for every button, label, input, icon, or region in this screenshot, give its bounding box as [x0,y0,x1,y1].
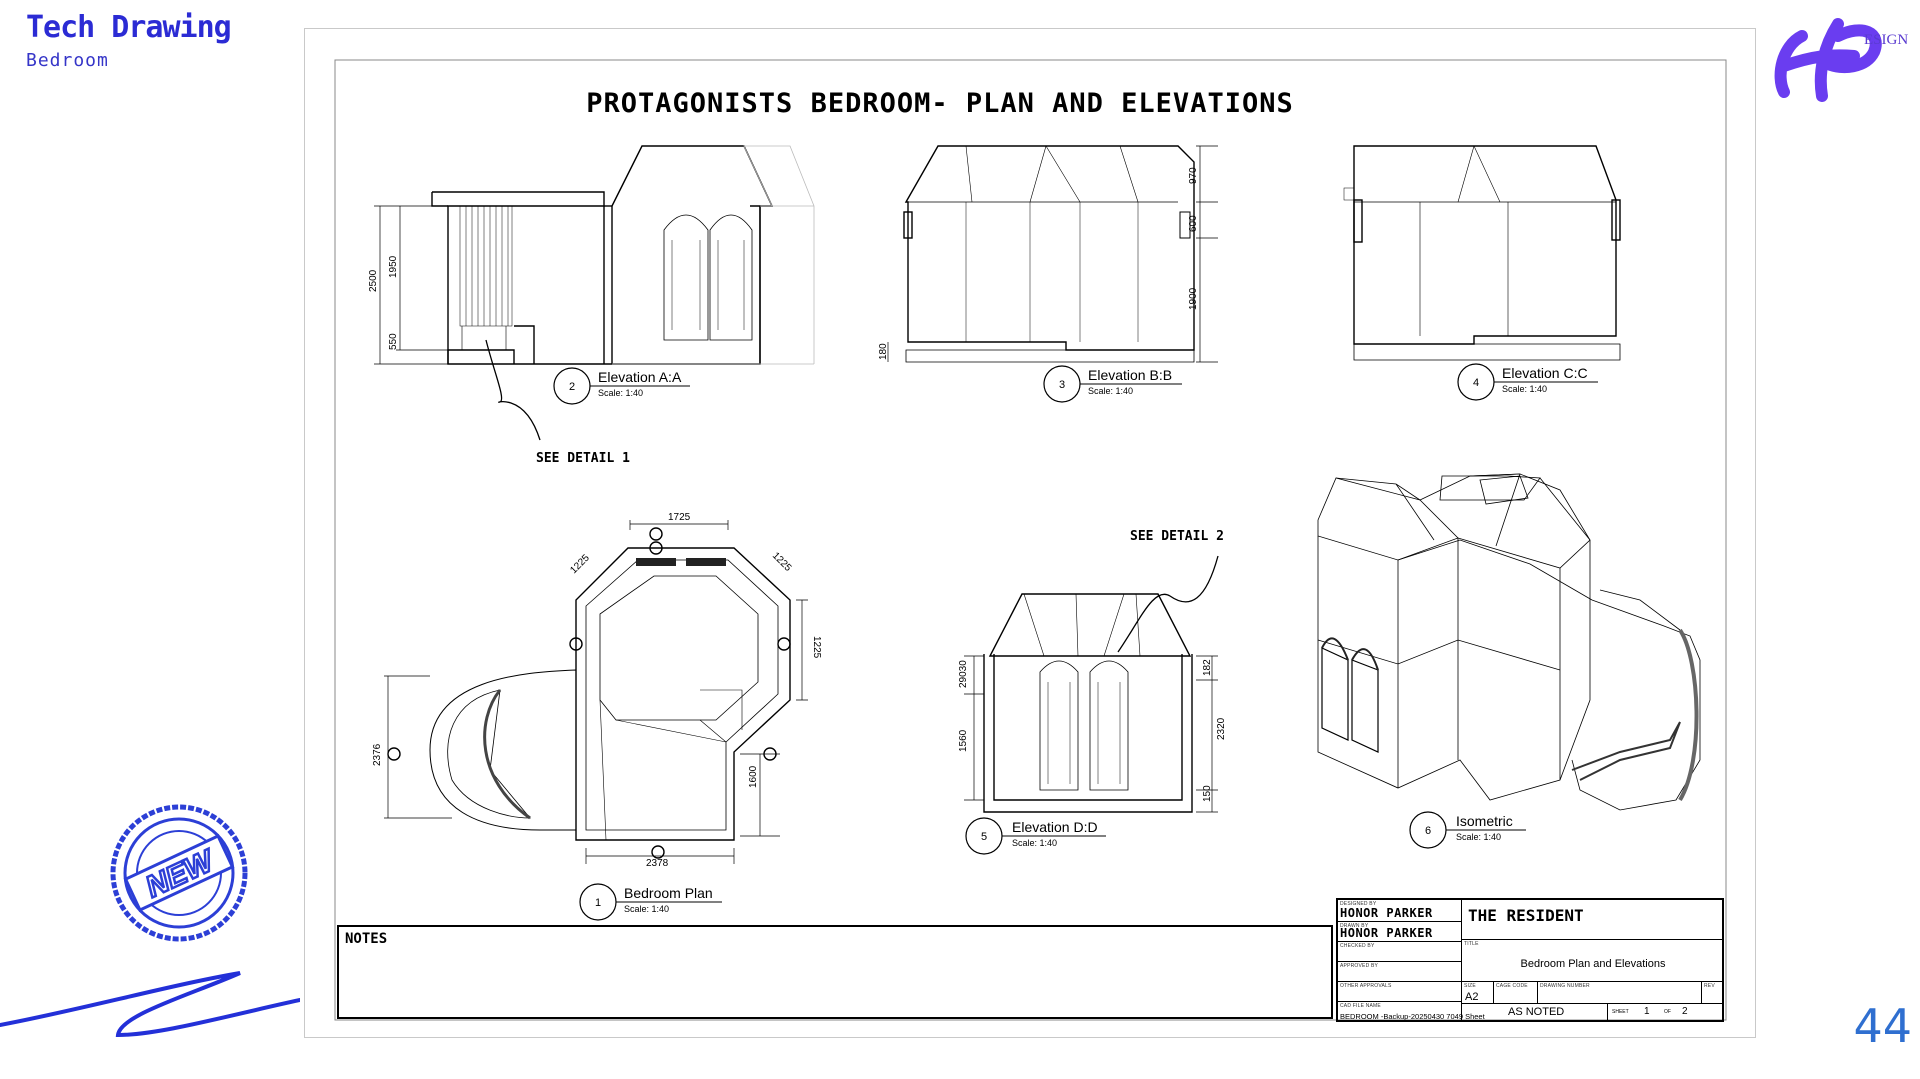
scale-cell: AS NOTED [1462,1004,1608,1022]
svg-text:Elevation C:C: Elevation C:C [1502,365,1588,381]
svg-text:Elevation B:B: Elevation B:B [1088,367,1172,383]
drawing-title-cell: TITLE Bedroom Plan and Elevations [1462,940,1724,982]
cage-code-cell: CAGE CODE [1494,982,1538,1004]
dim-180: 180 [878,343,889,360]
sheet-cell: SHEET 1 OF 2 [1612,1006,1688,1017]
dim-1560: 1560 [958,729,969,752]
size-cell: SIZE A2 [1462,982,1494,1004]
view-label-2: 2 Elevation A:A Scale: 1:40 [553,367,690,405]
svg-text:Scale: 1:40: Scale: 1:40 [598,388,643,398]
detail-2-leader [1117,555,1219,653]
elevation-c-drawing [1343,145,1621,361]
dim-150: 150 [1202,785,1213,802]
dim-1725: 1725 [668,512,691,523]
svg-text:Scale: 1:40: Scale: 1:40 [1012,838,1057,848]
svg-text:Elevation D:D: Elevation D:D [1012,819,1098,835]
dim-2376: 2376 [372,743,383,766]
drawing-number-cell: DRAWING NUMBER [1538,982,1702,1004]
dim-1950: 1950 [388,255,399,278]
approved-by-cell: APPROVED BY [1338,962,1462,982]
page-title: Tech Drawing [26,10,232,45]
cad-file-cell: CAD FILE NAME BEDROOM -Backup-20250430 7… [1340,1002,1485,1022]
dim-600: 600 [1188,215,1199,232]
see-detail-2: SEE DETAIL 2 [1130,529,1224,544]
dim-1225-b: 1225 [770,550,794,574]
elevation-b-drawing [887,145,1218,363]
drawn-by-cell: DRAWN BY HONOR PARKER [1338,922,1462,942]
brand-logo: ESIGN [1774,18,1908,102]
svg-text:2: 2 [569,381,575,393]
notes-box: NOTES [337,925,1333,1019]
drawing-sheet [304,28,1756,1038]
view-label-6: 6 Isometric Scale: 1:40 [1409,811,1526,849]
dim-1900: 1900 [1188,287,1199,310]
dim-970: 970 [1188,167,1199,184]
dim-2378: 2378 [646,858,669,869]
svg-text:1: 1 [595,897,601,909]
notes-label: NOTES [345,931,388,947]
dim-1225-a: 1225 [568,552,592,576]
decorative-scribble-icon [0,971,300,1038]
other-approvals-cell: OTHER APPROVALS [1338,982,1462,1002]
dim-1600: 1600 [748,765,759,788]
view-label-5: 5 Elevation D:D Scale: 1:40 [965,817,1106,855]
checked-by-cell: CHECKED BY [1338,942,1462,962]
dim-2320: 2320 [1216,717,1227,740]
svg-text:5: 5 [981,831,987,843]
project-name: THE RESIDENT [1462,900,1724,940]
view-label-1: 1 Bedroom Plan Scale: 1:40 [579,883,722,921]
svg-text:Scale: 1:40: Scale: 1:40 [624,904,669,914]
svg-text:4: 4 [1473,377,1479,389]
bedroom-plan-drawing [384,520,808,864]
svg-text:Bedroom Plan: Bedroom Plan [624,885,713,901]
dim-182: 182 [1202,659,1213,676]
logo-text: ESIGN [1864,32,1908,48]
title-block: DESIGNED BY HONOR PARKER DRAWN BY HONOR … [1336,898,1724,1022]
dim-2500: 2500 [368,269,379,292]
see-detail-1: SEE DETAIL 1 [536,451,630,466]
designed-by-cell: DESIGNED BY HONOR PARKER [1338,900,1462,922]
elevation-a-drawing [374,145,815,365]
page-subtitle: Bedroom [26,50,109,71]
svg-text:Isometric: Isometric [1456,813,1513,829]
view-label-3: 3 Elevation B:B Scale: 1:40 [1043,365,1182,403]
svg-text:Scale: 1:40: Scale: 1:40 [1502,384,1547,394]
isometric-drawing [1317,473,1701,811]
elevation-d-drawing [964,593,1218,813]
view-label-4: 4 Elevation C:C Scale: 1:40 [1457,363,1598,401]
rev-cell: REV [1702,982,1724,1004]
page-number: 44 [1853,999,1912,1053]
svg-text:Scale: 1:40: Scale: 1:40 [1088,386,1133,396]
detail-1-leader [485,339,541,441]
svg-text:6: 6 [1425,825,1431,837]
svg-text:Elevation A:A: Elevation A:A [598,369,682,385]
dim-1225-c: 1225 [811,636,822,659]
svg-text:3: 3 [1059,379,1065,391]
svg-text:Scale: 1:40: Scale: 1:40 [1456,832,1501,842]
dim-550: 550 [388,333,399,350]
dim-29030: 29030 [958,660,969,688]
new-stamp-icon: NEW [110,804,248,942]
sheet-title: PROTAGONISTS BEDROOM- PLAN AND ELEVATION… [586,88,1293,119]
